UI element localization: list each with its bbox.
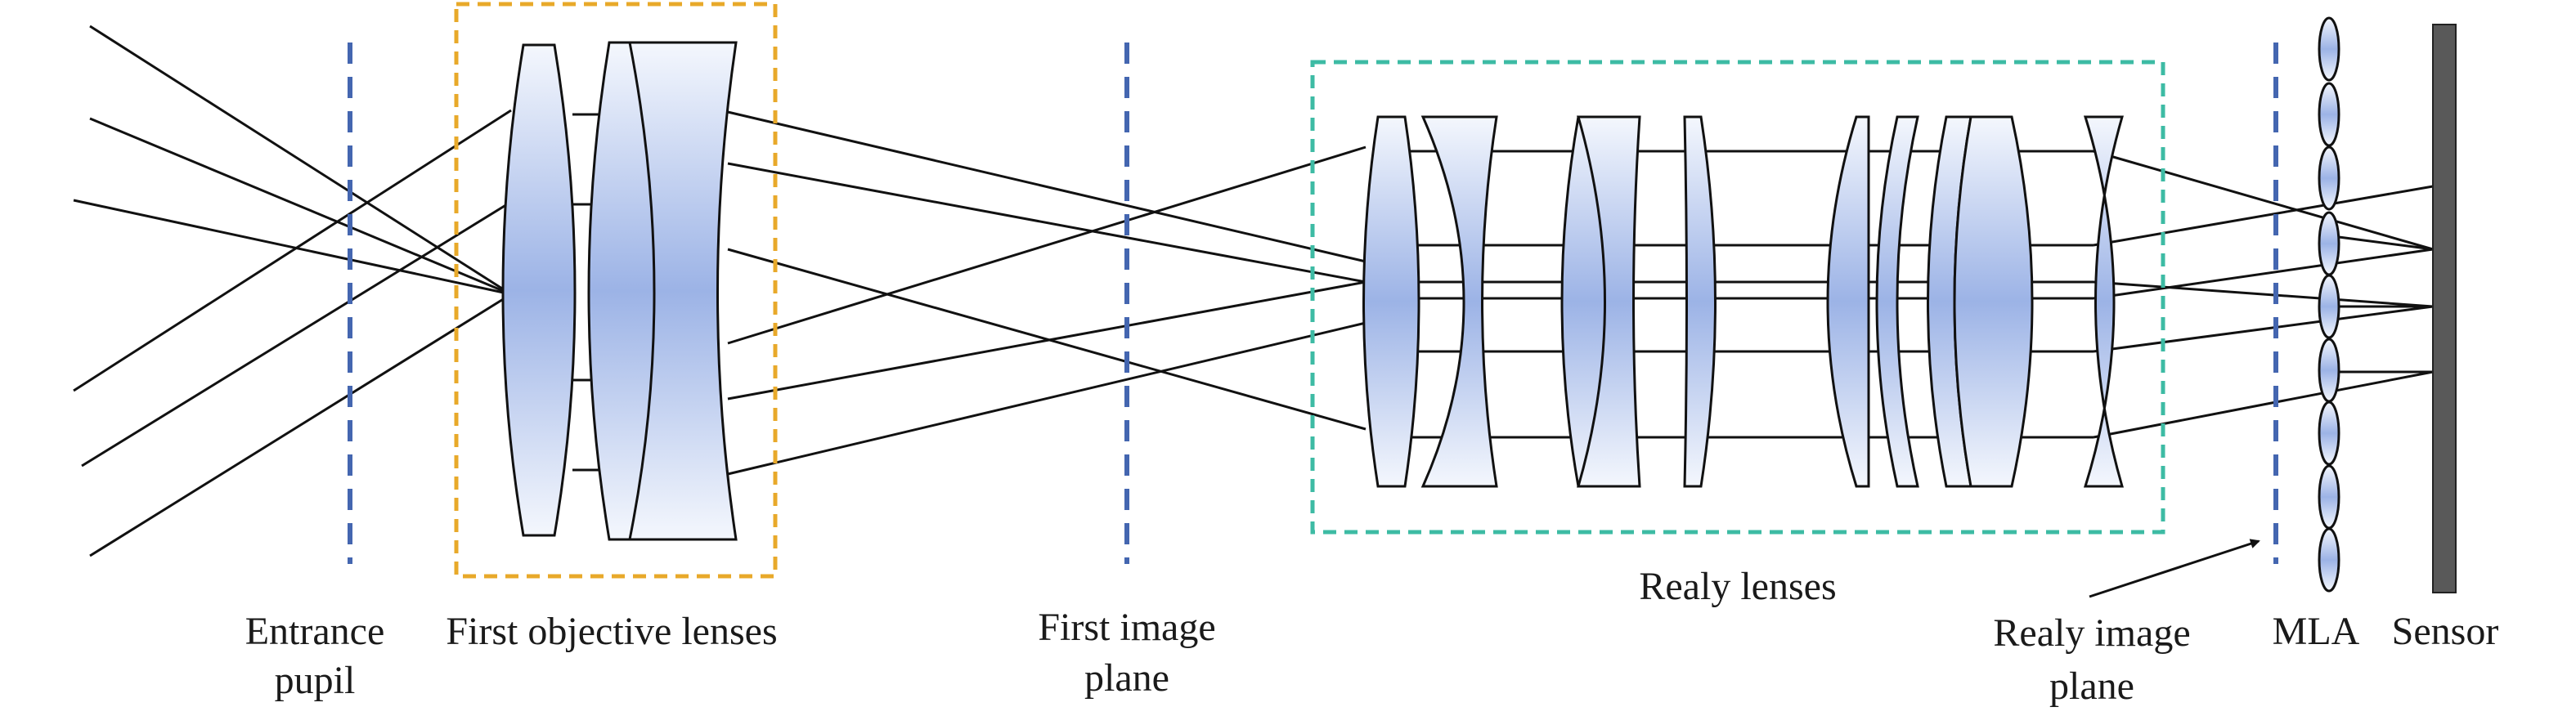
label-mla: MLA [2273,610,2360,653]
micro-lens-array [2318,16,2340,593]
sensor-bar [2432,24,2457,593]
label-relay-image-line2: plane [2049,665,2134,708]
relay-lens-9 [1953,115,2034,488]
relay-lens-box [1310,60,2165,535]
relay-lens-10 [2083,115,2124,488]
labels: Entrance pupil First objective lenses Fi… [245,565,2499,708]
relay-lens-7 [1875,115,1919,488]
relay-lens-group [1362,115,2124,488]
label-entrance-line1: Entrance [245,610,385,653]
label-sensor: Sensor [2392,610,2499,653]
relay-lens-6 [1826,115,1870,488]
relay-lens-4 [1577,115,1641,488]
objective-lens-1 [501,43,577,537]
relay-lens-2 [1420,115,1498,488]
label-first-objective: First objective lenses [446,610,777,653]
relay-lens-1 [1362,115,1420,488]
label-relay-lenses: Realy lenses [1639,565,1836,608]
label-entrance-line2: pupil [275,659,356,702]
objective-lens-group [501,41,738,541]
light-rays [73,25,2434,557]
objective-lens-3 [628,41,738,541]
relay-image-plane-arrow [2089,539,2260,598]
image-planes [348,43,2278,564]
objective-lens-box [454,2,778,579]
relay-lens-5 [1683,115,1717,488]
label-first-image-line2: plane [1084,656,1169,700]
label-relay-image-line1: Realy image [1993,611,2190,655]
label-first-image-line1: First image [1038,606,1215,649]
